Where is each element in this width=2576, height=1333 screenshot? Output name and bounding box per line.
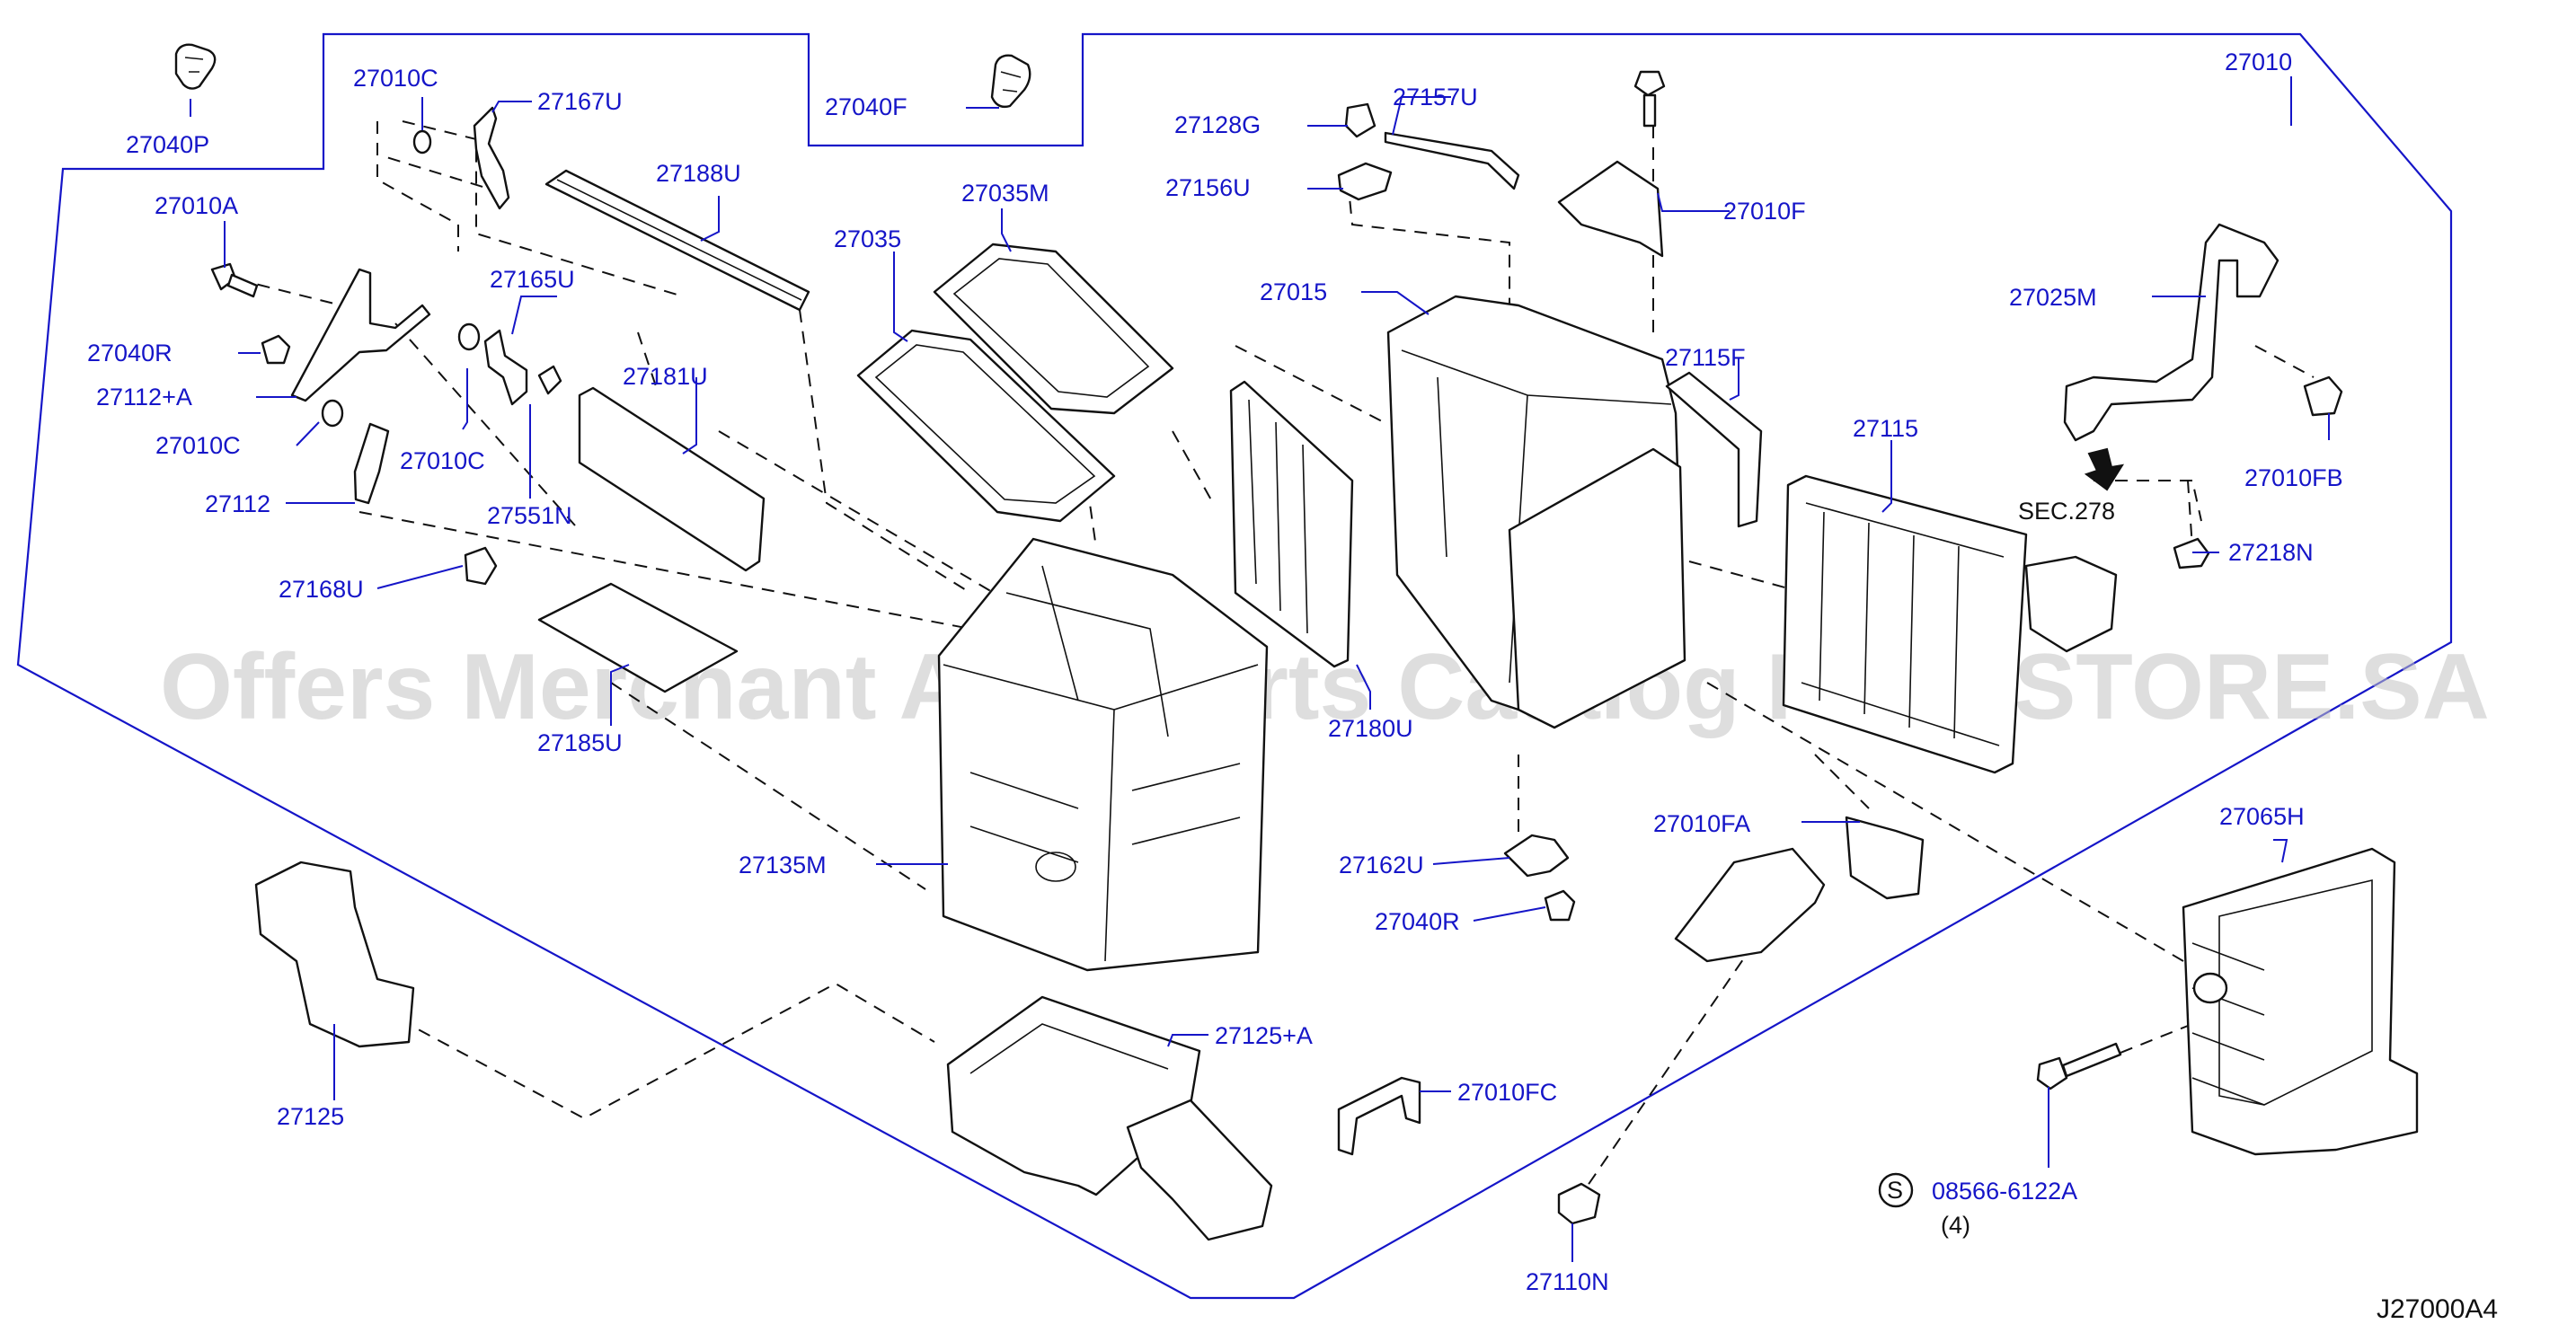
assembly-boundary [16,32,2453,1300]
clip-27128g-shape [1344,102,1377,138]
leader-lines [190,76,2330,1262]
screw-symbol-label: S [1887,1177,1903,1204]
heater-core-27115-shape [1782,474,2118,774]
spring-27551n-shape [537,365,562,395]
label-27010c-c: 27010C [155,432,241,459]
bolt-bracket-27010f-shape [1557,70,1666,258]
label-27010a: 27010A [155,192,238,219]
label-27010fc: 27010FC [1457,1079,1557,1106]
bracket-27010fa-a-shape [1845,816,1925,900]
label-27065h: 27065H [2219,803,2305,830]
clip-27010fb-shape [2303,375,2343,417]
label-27218n: 27218N [2228,539,2314,566]
label-27010fa: 27010FA [1653,810,1750,837]
clip-27040f-shape [990,54,1031,109]
label-27010: 27010 [2225,49,2292,75]
lever-27167u-shape [473,106,510,210]
bracket-27162u-shape [1503,834,1570,878]
label-27112: 27112 [205,490,270,517]
label-27115: 27115 [1853,415,1918,442]
label-27181u: 27181U [623,363,708,390]
label-27165u: 27165U [490,266,575,293]
bracket-27010fc-shape [1337,1076,1421,1156]
clip-27218n-shape [2173,537,2210,569]
label-27168u: 27168U [279,576,364,603]
label-27115f: 27115F [1665,344,1746,371]
section-ref-label: SEC.278 [2018,498,2115,525]
link-27112a-shape [290,268,431,402]
clip-27110n-shape [1557,1182,1601,1225]
label-27125: 27125 [277,1103,344,1130]
seal-27035m-shape [933,243,1174,415]
label-27035m: 27035M [961,180,1049,207]
plate-27168u-shape [464,546,498,586]
label-27156u: 27156U [1165,174,1251,201]
case-27015-shape [1386,295,1686,729]
tube-27157u-shape [1384,131,1520,190]
label-27040r-b: 27040R [1375,908,1460,935]
washer-27010c-b-shape [457,322,481,351]
lower-case-27125a-shape [946,995,1273,1241]
label-27157u: 27157U [1393,84,1478,110]
washer-27010c-c-shape [321,399,344,428]
label-27128g: 27128G [1174,111,1261,138]
label-27025m: 27025M [2009,284,2097,311]
label-27015: 27015 [1260,278,1327,305]
screw-08566-shape [2036,1042,2122,1090]
label-27010fb: 27010FB [2244,464,2343,491]
case-27135m-shape [937,537,1269,972]
label-27040p: 27040P [126,131,209,158]
bracket-27156u-shape [1337,162,1393,201]
label-27040f: 27040F [825,93,907,120]
clip-27040r-a-shape [261,334,291,365]
bracket-27010fa-b-shape [1674,847,1826,963]
drawing-code: J27000A4 [2377,1294,2498,1324]
screw-qty-label: (4) [1941,1212,1970,1239]
label-27135m: 27135M [739,852,827,878]
label-27010c-a: 27010C [353,65,438,92]
clip-27040p-shape [174,43,217,90]
bolt-27010a-shape [210,262,259,298]
section-arrow [2084,447,2125,491]
door-27181u-shape [578,386,766,572]
label-27110n: 27110N [1526,1268,1609,1295]
seal-27035-shape [856,329,1116,523]
label-27010f: 27010F [1723,198,1806,225]
filter-27180u-shape [1229,380,1354,668]
label-27180u: 27180U [1328,715,1413,742]
door-27188u-shape [544,169,810,312]
clip-27040r-b-shape [1544,889,1576,922]
duct-27125-shape [254,861,415,1048]
hose-27115f-shape [1665,371,1763,528]
label-27188u: 27188U [656,160,741,187]
label-27040r-a: 27040R [87,340,173,366]
washer-27010c-a-shape [412,129,432,154]
label-27551n: 27551N [487,502,572,529]
assembly-dashed-lines [215,120,2315,1196]
label-27112a: 27112+A [96,384,192,410]
label-08566-6122a: 08566-6122A [1932,1178,2077,1205]
label-27162u: 27162U [1339,852,1424,878]
lever-27165u-shape [483,329,528,406]
screw-symbol-circle [1878,1172,1914,1208]
case-27065h-shape [2182,847,2419,1156]
part-labels: 27040P 27010C 27167U 27040F 27128G 27157… [87,49,2498,1324]
label-27125a: 27125+A [1215,1022,1313,1049]
label-27010c-b: 27010C [400,447,485,474]
label-27185u: 27185U [537,729,623,756]
label-27167u: 27167U [537,88,623,115]
label-27035: 27035 [834,225,901,252]
hose-27025m-shape [2063,223,2279,442]
link-27112-shape [353,422,390,505]
